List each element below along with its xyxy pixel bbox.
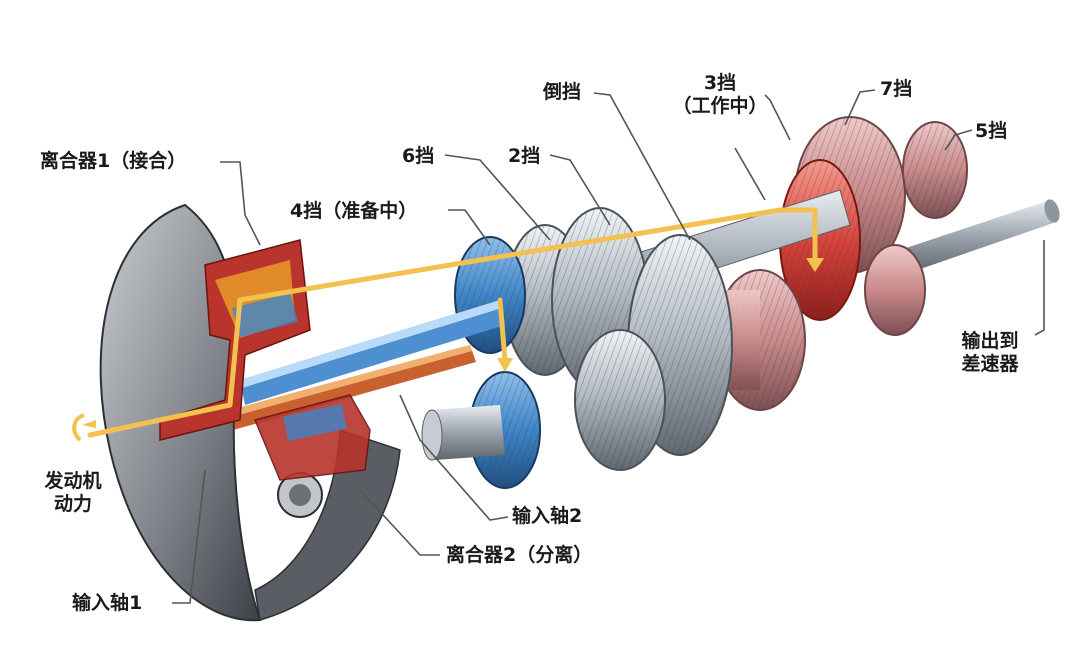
label-gear-7: 7挡 bbox=[880, 78, 913, 100]
label-gear-4: 4挡（准备中） bbox=[290, 200, 418, 222]
leader-gear3 bbox=[764, 94, 791, 141]
leader-input2 bbox=[399, 394, 509, 521]
label-engine-line1: 发动机 bbox=[44, 470, 102, 492]
leader-clutch1 bbox=[220, 161, 261, 246]
label-gear-2: 2挡 bbox=[508, 145, 541, 167]
power-arrow-head bbox=[497, 358, 513, 372]
label-input-shaft-1: 输入轴1 bbox=[72, 592, 143, 614]
label-gear-5: 5挡 bbox=[975, 120, 1008, 142]
leader-input1 bbox=[172, 469, 206, 604]
lower-shaft-stub bbox=[421, 405, 505, 461]
label-gear-3-line1: 3挡 bbox=[703, 72, 737, 94]
gear-small-pink-lower bbox=[864, 244, 926, 336]
label-input-shaft-2: 输入轴2 bbox=[512, 505, 583, 527]
label-output-line2: 差速器 bbox=[961, 353, 1019, 375]
clutch-2-disengaged bbox=[253, 394, 371, 481]
leader-3rd-driven bbox=[734, 147, 766, 201]
leader-lines bbox=[172, 89, 1045, 604]
label-output-line1: 输出到 bbox=[961, 330, 1019, 352]
leader-gear4 bbox=[448, 209, 491, 246]
label-gear-3: 3挡 （工作中） bbox=[660, 72, 780, 118]
label-reverse: 倒挡 bbox=[543, 81, 582, 103]
leader-gear7 bbox=[844, 89, 876, 126]
label-gear-6: 6挡 bbox=[402, 145, 435, 167]
label-clutch-2: 离合器2（分离） bbox=[446, 544, 593, 566]
engine-power-arrow bbox=[72, 413, 96, 442]
power-flow-path bbox=[87, 207, 818, 438]
output-shaft bbox=[900, 199, 1060, 274]
leader-output bbox=[1034, 240, 1045, 336]
leader-reverse bbox=[593, 92, 691, 241]
leader-clutch2 bbox=[359, 489, 440, 556]
leader-gear5 bbox=[944, 129, 973, 151]
label-engine-power: 发动机 动力 bbox=[28, 470, 118, 516]
label-gear-3-line2: （工作中） bbox=[672, 95, 768, 117]
label-engine-line2: 动力 bbox=[53, 493, 92, 515]
label-output-to-differential: 输出到 差速器 bbox=[945, 330, 1035, 376]
power-arrow-head bbox=[806, 258, 824, 272]
gear-lower-steel bbox=[574, 329, 666, 471]
leader-gear2 bbox=[549, 154, 611, 226]
gear-5 bbox=[902, 121, 968, 219]
gear-blue-lower bbox=[469, 371, 541, 489]
leader-gear6 bbox=[444, 154, 551, 241]
label-clutch-1: 离合器1（接合） bbox=[40, 150, 187, 172]
input-shaft-2-body bbox=[240, 300, 505, 405]
